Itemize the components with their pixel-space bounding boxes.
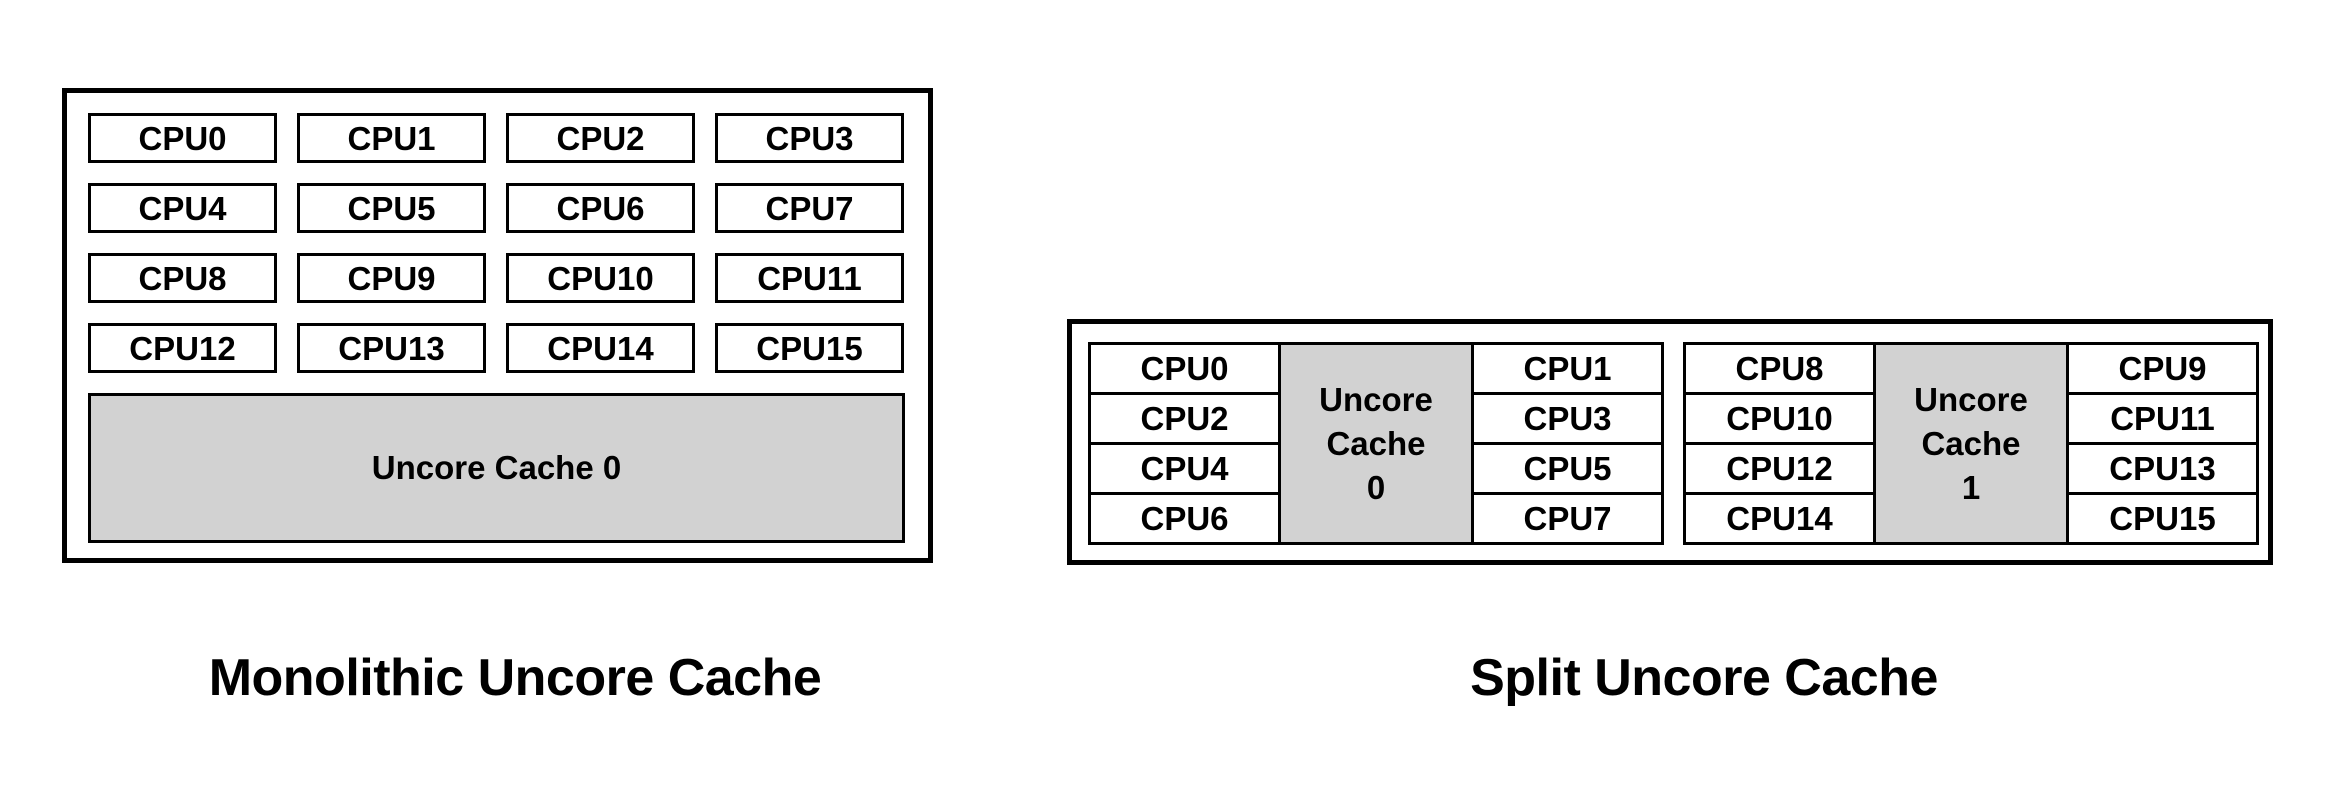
cpu-cell-cpu10: CPU10 <box>1683 392 1876 445</box>
cpu-cell-cpu14: CPU14 <box>1683 492 1876 545</box>
cpu-cell-cpu7: CPU7 <box>1471 492 1664 545</box>
table-row: CPU14 CPU15 <box>1683 492 2259 545</box>
table-row: CPU10 CPU11 <box>1683 392 2259 445</box>
table-row: CPU2 CPU3 <box>1088 392 1664 445</box>
table-row: CPU6 CPU7 <box>1088 492 1664 545</box>
cpu-cell-cpu8: CPU8 <box>1683 342 1876 395</box>
caption-monolithic: Monolithic Uncore Cache <box>208 649 822 707</box>
split-group-1-table: CPU8 Uncore Cache 1 CPU9 CPU10 CPU11 CPU… <box>1683 342 2259 545</box>
cpu-cell-cpu15: CPU15 <box>2066 492 2259 545</box>
cpu-box-cpu14: CPU14 <box>506 323 695 373</box>
cache-label-line: Cache <box>1921 424 2021 462</box>
cpu-box-cpu11: CPU11 <box>715 253 904 303</box>
cpu-box-cpu9: CPU9 <box>297 253 486 303</box>
cpu-box-cpu6: CPU6 <box>506 183 695 233</box>
cache-label-line: Uncore <box>1914 380 2028 418</box>
caption-split: Split Uncore Cache <box>1470 649 1938 707</box>
uncore-cache-0-cell: Uncore Cache 0 <box>1278 342 1474 545</box>
table-row: CPU4 CPU5 <box>1088 442 1664 495</box>
cpu-box-cpu0: CPU0 <box>88 113 277 163</box>
cpu-cell-cpu4: CPU4 <box>1088 442 1281 495</box>
cache-label-line: 1 <box>1961 468 1981 506</box>
cpu-cell-cpu12: CPU12 <box>1683 442 1876 495</box>
split-diagram-box: CPU0 Uncore Cache 0 CPU1 CPU2 CPU3 CPU4 … <box>1067 319 2273 565</box>
cpu-box-cpu2: CPU2 <box>506 113 695 163</box>
cpu-cell-cpu2: CPU2 <box>1088 392 1281 445</box>
uncore-cache-0-box: Uncore Cache 0 <box>88 393 905 543</box>
uncore-cache-1-cell: Uncore Cache 1 <box>1873 342 2069 545</box>
cpu-cell-cpu3: CPU3 <box>1471 392 1664 445</box>
cpu-box-cpu3: CPU3 <box>715 113 904 163</box>
cpu-cell-cpu9: CPU9 <box>2066 342 2259 395</box>
cpu-cell-cpu5: CPU5 <box>1471 442 1664 495</box>
cpu-box-cpu15: CPU15 <box>715 323 904 373</box>
cpu-box-cpu1: CPU1 <box>297 113 486 163</box>
cpu-box-cpu4: CPU4 <box>88 183 277 233</box>
cache-label-line: 0 <box>1366 468 1386 506</box>
split-group-0-table: CPU0 Uncore Cache 0 CPU1 CPU2 CPU3 CPU4 … <box>1088 342 1664 545</box>
cpu-box-cpu12: CPU12 <box>88 323 277 373</box>
table-row: CPU0 Uncore Cache 0 CPU1 <box>1088 342 1664 545</box>
table-row: CPU8 Uncore Cache 1 CPU9 <box>1683 342 2259 545</box>
cpu-cell-cpu11: CPU11 <box>2066 392 2259 445</box>
monolithic-diagram-box: CPU0 CPU1 CPU2 CPU3 CPU4 CPU5 CPU6 CPU7 … <box>62 88 933 563</box>
cpu-box-cpu7: CPU7 <box>715 183 904 233</box>
table-row: CPU12 CPU13 <box>1683 442 2259 495</box>
cpu-cell-cpu13: CPU13 <box>2066 442 2259 495</box>
cpu-box-cpu8: CPU8 <box>88 253 277 303</box>
cpu-grid: CPU0 CPU1 CPU2 CPU3 CPU4 CPU5 CPU6 CPU7 … <box>88 113 904 373</box>
cpu-box-cpu13: CPU13 <box>297 323 486 373</box>
cache-label-line: Cache <box>1326 424 1426 462</box>
cpu-box-cpu5: CPU5 <box>297 183 486 233</box>
cache-label-line: Uncore <box>1319 380 1433 418</box>
cpu-box-cpu10: CPU10 <box>506 253 695 303</box>
cpu-cell-cpu1: CPU1 <box>1471 342 1664 395</box>
cpu-cell-cpu6: CPU6 <box>1088 492 1281 545</box>
cpu-cell-cpu0: CPU0 <box>1088 342 1281 395</box>
